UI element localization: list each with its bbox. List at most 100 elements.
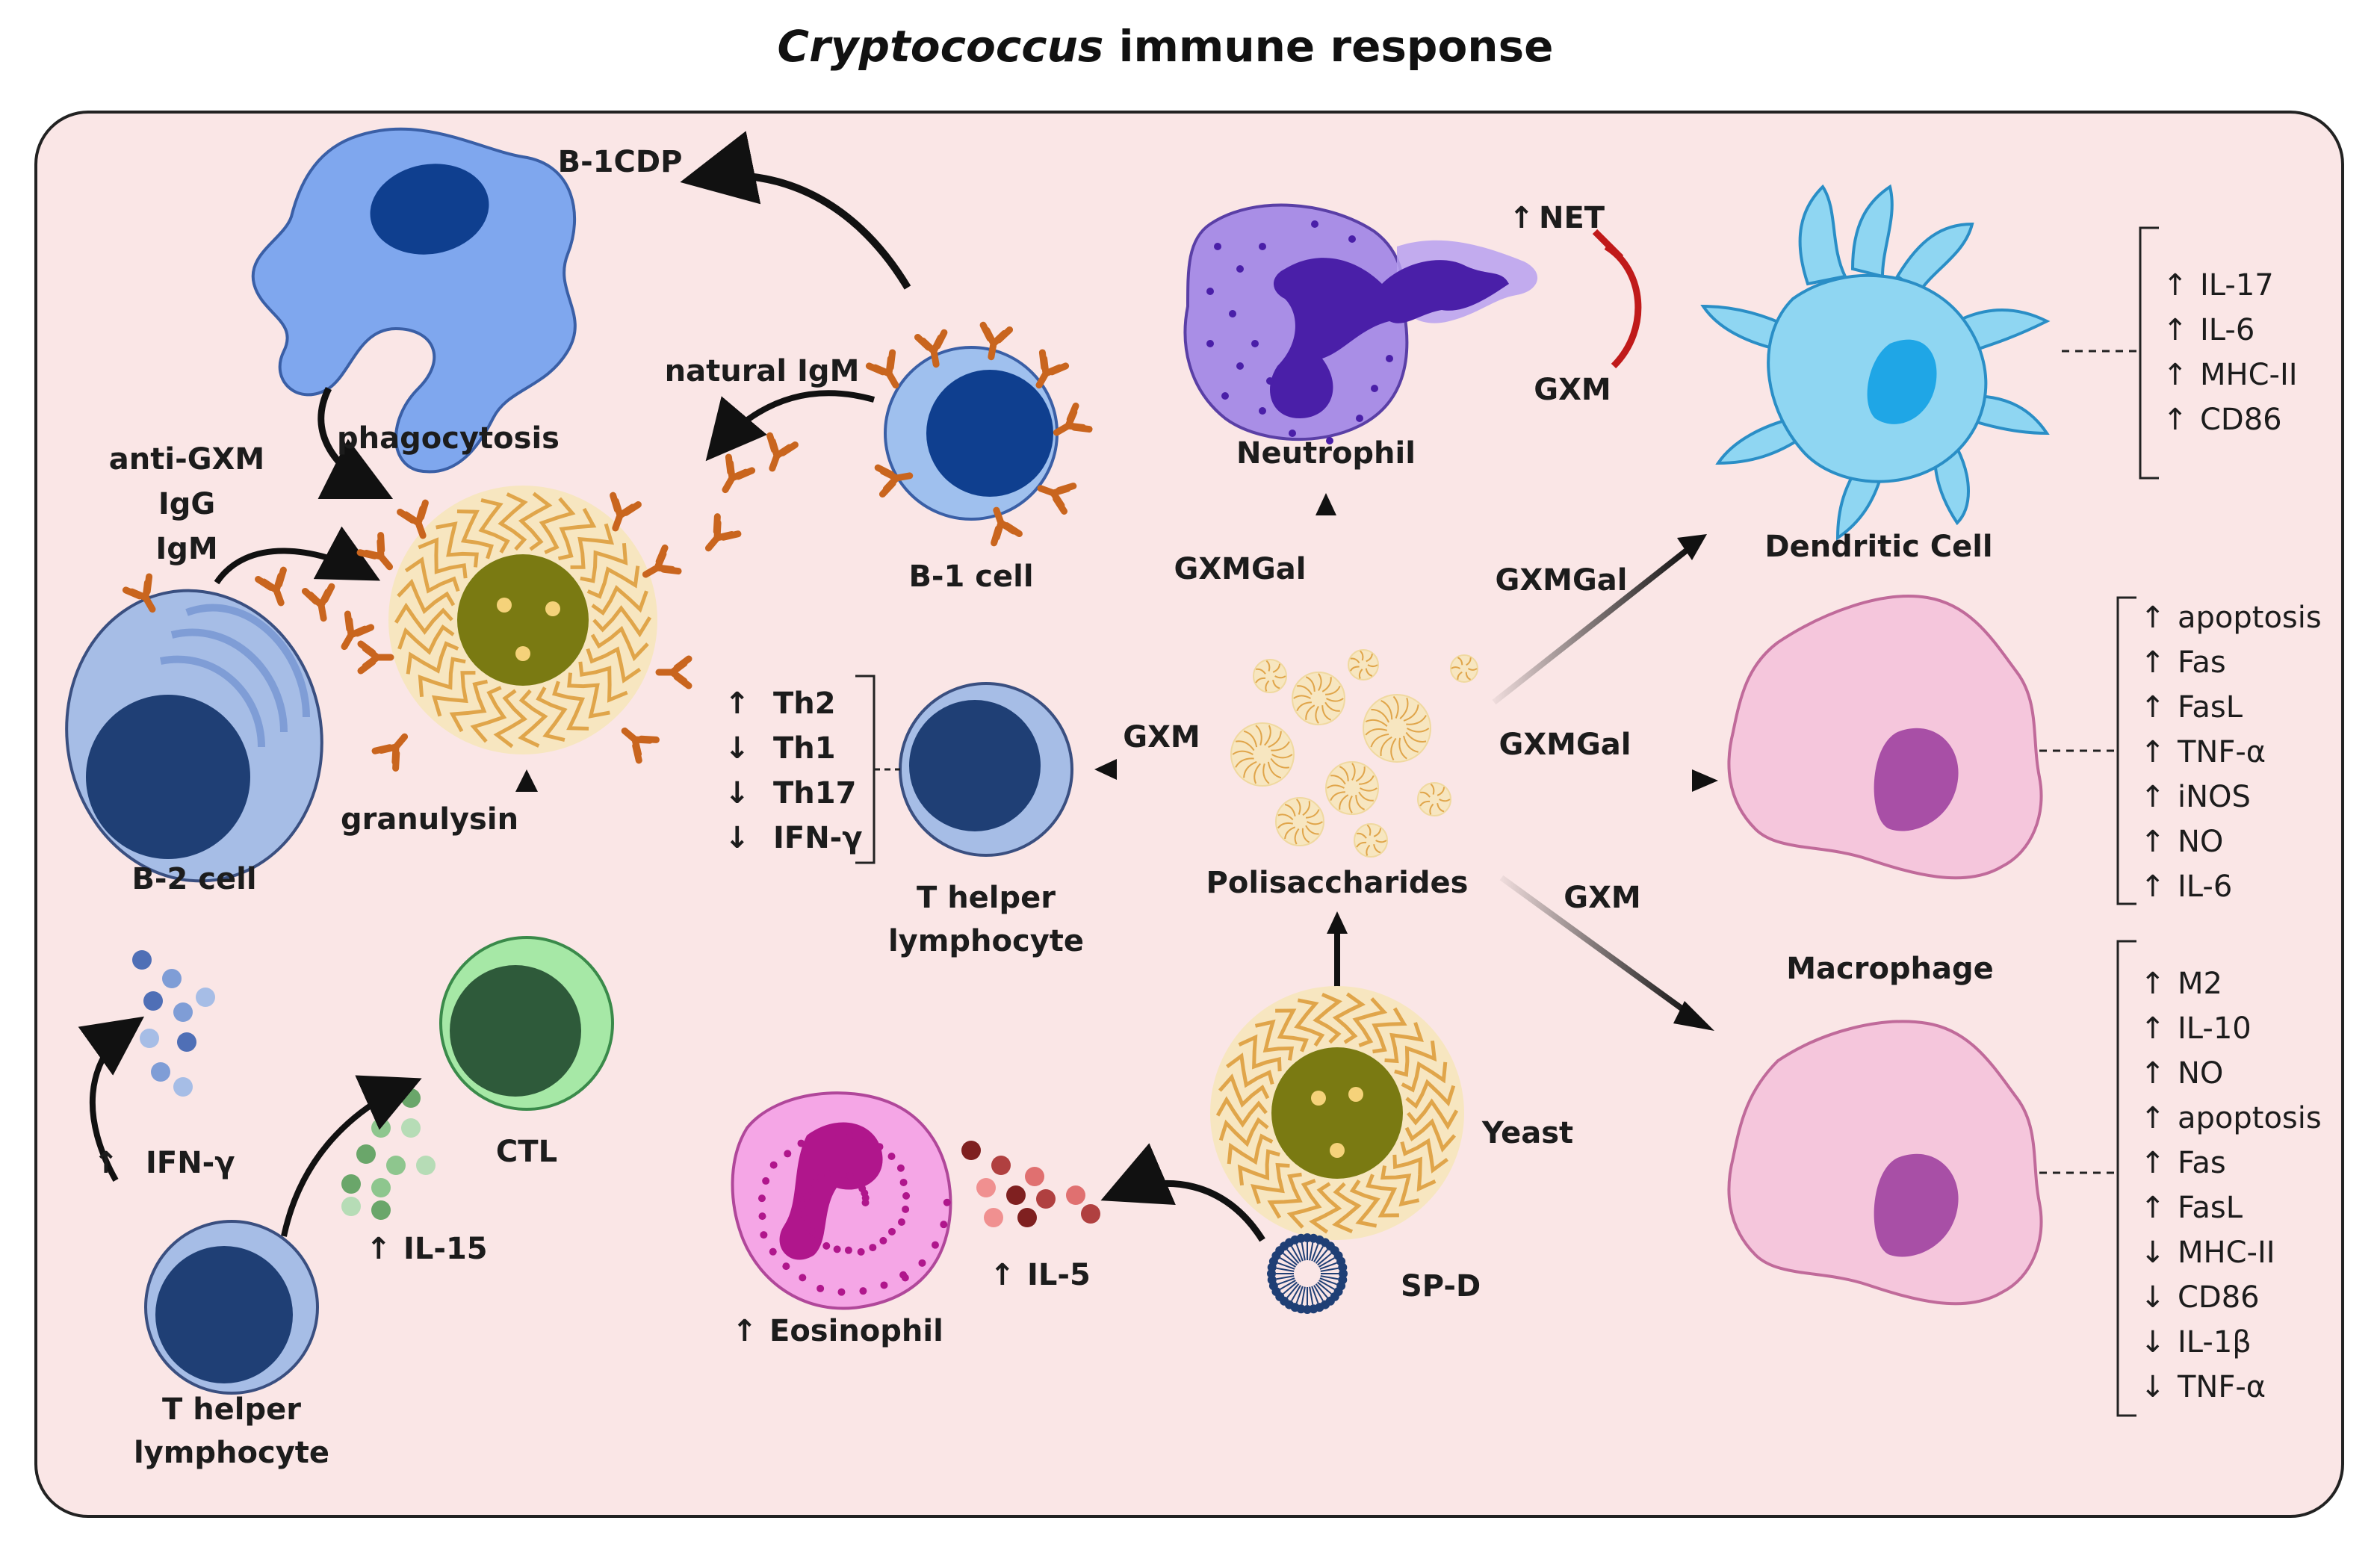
arrow-gxm-macrophage <box>1499 875 1694 1019</box>
label-neutrophil: Neutrophil <box>1236 436 1416 471</box>
th-list-item-0: Th2 <box>773 686 836 721</box>
listDC-item-0: IL-17 <box>2200 268 2274 303</box>
listMac1-item-1: Fas <box>2178 645 2226 680</box>
up-arrow-net: ↑ <box>1509 201 1534 235</box>
label-b1-cell: B-1 cell <box>908 559 1033 594</box>
up-arrow-eosinophil: ↑ <box>732 1314 757 1348</box>
th-list-item-3: IFN-γ <box>773 821 863 855</box>
listMac1-item-0: apoptosis <box>2178 601 2322 635</box>
th-list-arrow-3: ↓ <box>725 821 750 855</box>
th-list-item-2: Th17 <box>773 776 856 810</box>
label-net: NET <box>1539 201 1605 235</box>
t-helper-cell-bottom <box>144 1220 319 1395</box>
b2-cell <box>65 589 323 883</box>
neutrophil-granules <box>1206 220 1393 444</box>
listDC-item-3: CD86 <box>2200 403 2282 437</box>
listMac2-item-5: FasL <box>2178 1191 2243 1225</box>
up-arrow-il15: ↑ <box>366 1232 391 1266</box>
polysaccharides-cluster <box>1230 649 1478 858</box>
label-t-helper-middle-1: T helper <box>917 881 1056 915</box>
arrow-b1-to-b1cdp <box>680 131 911 290</box>
listMac1-item-5: NO <box>2178 825 2223 859</box>
up-arrow-ifn: ↑ <box>93 1146 119 1180</box>
listMac2-item-7: CD86 <box>2178 1280 2260 1315</box>
bracket-dendritic <box>2139 226 2159 480</box>
label-phagocytosis: phagocytosis <box>337 421 560 456</box>
listMac1-dir-4: ↑ <box>2140 780 2166 814</box>
arrow-spd-il5 <box>1100 1143 1265 1242</box>
listMac2-dir-6: ↓ <box>2140 1236 2166 1270</box>
macrophage-1-list: ↑apoptosis↑Fas↑FasL↑TNF-α↑iNOS↑NO↑IL-6 <box>2140 601 2322 904</box>
label-t-helper-bottom-1: T helper <box>162 1392 301 1427</box>
listMac1-item-2: FasL <box>2178 690 2243 725</box>
listMac2-dir-7: ↓ <box>2140 1280 2166 1315</box>
listMac2-item-4: Fas <box>2178 1146 2226 1180</box>
ctl-cell <box>439 936 614 1111</box>
macrophage-cell-1 <box>1727 595 2043 880</box>
label-t-helper-middle-2: lymphocyte <box>888 924 1084 958</box>
label-b1cdp: B-1CDP <box>558 145 683 179</box>
listMac1-dir-0: ↑ <box>2140 601 2166 635</box>
listMac2-item-9: TNF-α <box>2177 1370 2266 1404</box>
th-list-item-1: Th1 <box>773 731 836 766</box>
arrow-natural-igm <box>705 390 876 462</box>
th-list-arrow-2: ↓ <box>725 776 750 810</box>
arrow-gxmgal-dendritic <box>1492 546 1691 705</box>
listMac2-item-1: IL-10 <box>2178 1011 2252 1046</box>
yeast-cell <box>1210 986 1464 1240</box>
arrow-anti-gxm <box>214 526 381 585</box>
listMac2-dir-8: ↓ <box>2140 1325 2166 1360</box>
arrow-il15 <box>281 1075 422 1237</box>
title-organism: Cryptococcus <box>778 21 1104 72</box>
label-spd: SP-D <box>1401 1269 1481 1304</box>
th-cytokine-list: ↑ Th2 ↓ Th1 ↓ Th17 ↓ IFN-γ <box>725 675 900 864</box>
listMac1-dir-6: ↑ <box>2140 870 2166 904</box>
opsonized-yeast <box>388 486 657 754</box>
antibody-molecules <box>122 321 1093 772</box>
label-yeast: Yeast <box>1481 1116 1573 1150</box>
listMac2-dir-0: ↑ <box>2140 967 2166 1001</box>
eosinophil-granules <box>757 1129 951 1296</box>
listMac1-dir-1: ↑ <box>2140 645 2166 680</box>
label-anti-gxm: anti-GXM <box>109 442 264 477</box>
listMac1-item-6: IL-6 <box>2178 870 2232 904</box>
dendritic-cytokine-list: ↑IL-17↑IL-6↑MHC-II↑CD86 <box>2163 268 2298 437</box>
th-list-arrow-0: ↑ <box>725 686 750 721</box>
listDC-dir-3: ↑ <box>2163 403 2188 437</box>
label-granulysin: granulysin <box>341 802 518 837</box>
label-il5: IL-5 <box>1027 1258 1091 1292</box>
bracket-macrophage-2 <box>2116 940 2136 1417</box>
bracket-macrophage-1 <box>2116 596 2136 905</box>
th-list-arrow-1: ↓ <box>725 731 750 766</box>
label-igm: IgM <box>155 532 217 566</box>
eosinophil-cell <box>731 1091 952 1310</box>
listDC-dir-2: ↑ <box>2163 358 2188 392</box>
listMac2-item-6: MHC-II <box>2178 1236 2275 1270</box>
label-igg: IgG <box>158 487 215 521</box>
diagram-title: Cryptococcus immune response <box>778 21 1554 72</box>
title-rest: immune response <box>1103 21 1553 72</box>
label-polisaccharides: Polisaccharides <box>1206 866 1469 900</box>
up-arrow-il5: ↑ <box>990 1258 1015 1292</box>
listMac2-dir-3: ↑ <box>2140 1101 2166 1135</box>
listMac1-item-3: TNF-α <box>2177 735 2266 769</box>
listMac2-item-2: NO <box>2178 1056 2223 1091</box>
listDC-item-2: MHC-II <box>2200 358 2298 392</box>
listMac1-dir-5: ↑ <box>2140 825 2166 859</box>
label-gxm-net: GXM <box>1534 373 1611 407</box>
b1-cell <box>884 346 1059 521</box>
listMac2-dir-9: ↓ <box>2140 1370 2166 1404</box>
t-helper-cell-middle <box>899 682 1073 857</box>
arrow-phagocytosis <box>317 386 394 500</box>
label-gxmgal-neutrophil: GXMGal <box>1174 552 1306 586</box>
listMac2-item-3: apoptosis <box>2178 1101 2322 1135</box>
ifn-gamma-cytokines <box>132 950 215 1097</box>
inhibition-bar <box>1592 229 1624 261</box>
neutrophil-cell <box>1183 203 1538 441</box>
spd-micelle <box>1267 1233 1348 1314</box>
arrow-ifn-gamma <box>78 1016 145 1182</box>
label-t-helper-bottom-2: lymphocyte <box>134 1436 329 1470</box>
macrophage-cell-2 <box>1727 1020 2043 1306</box>
